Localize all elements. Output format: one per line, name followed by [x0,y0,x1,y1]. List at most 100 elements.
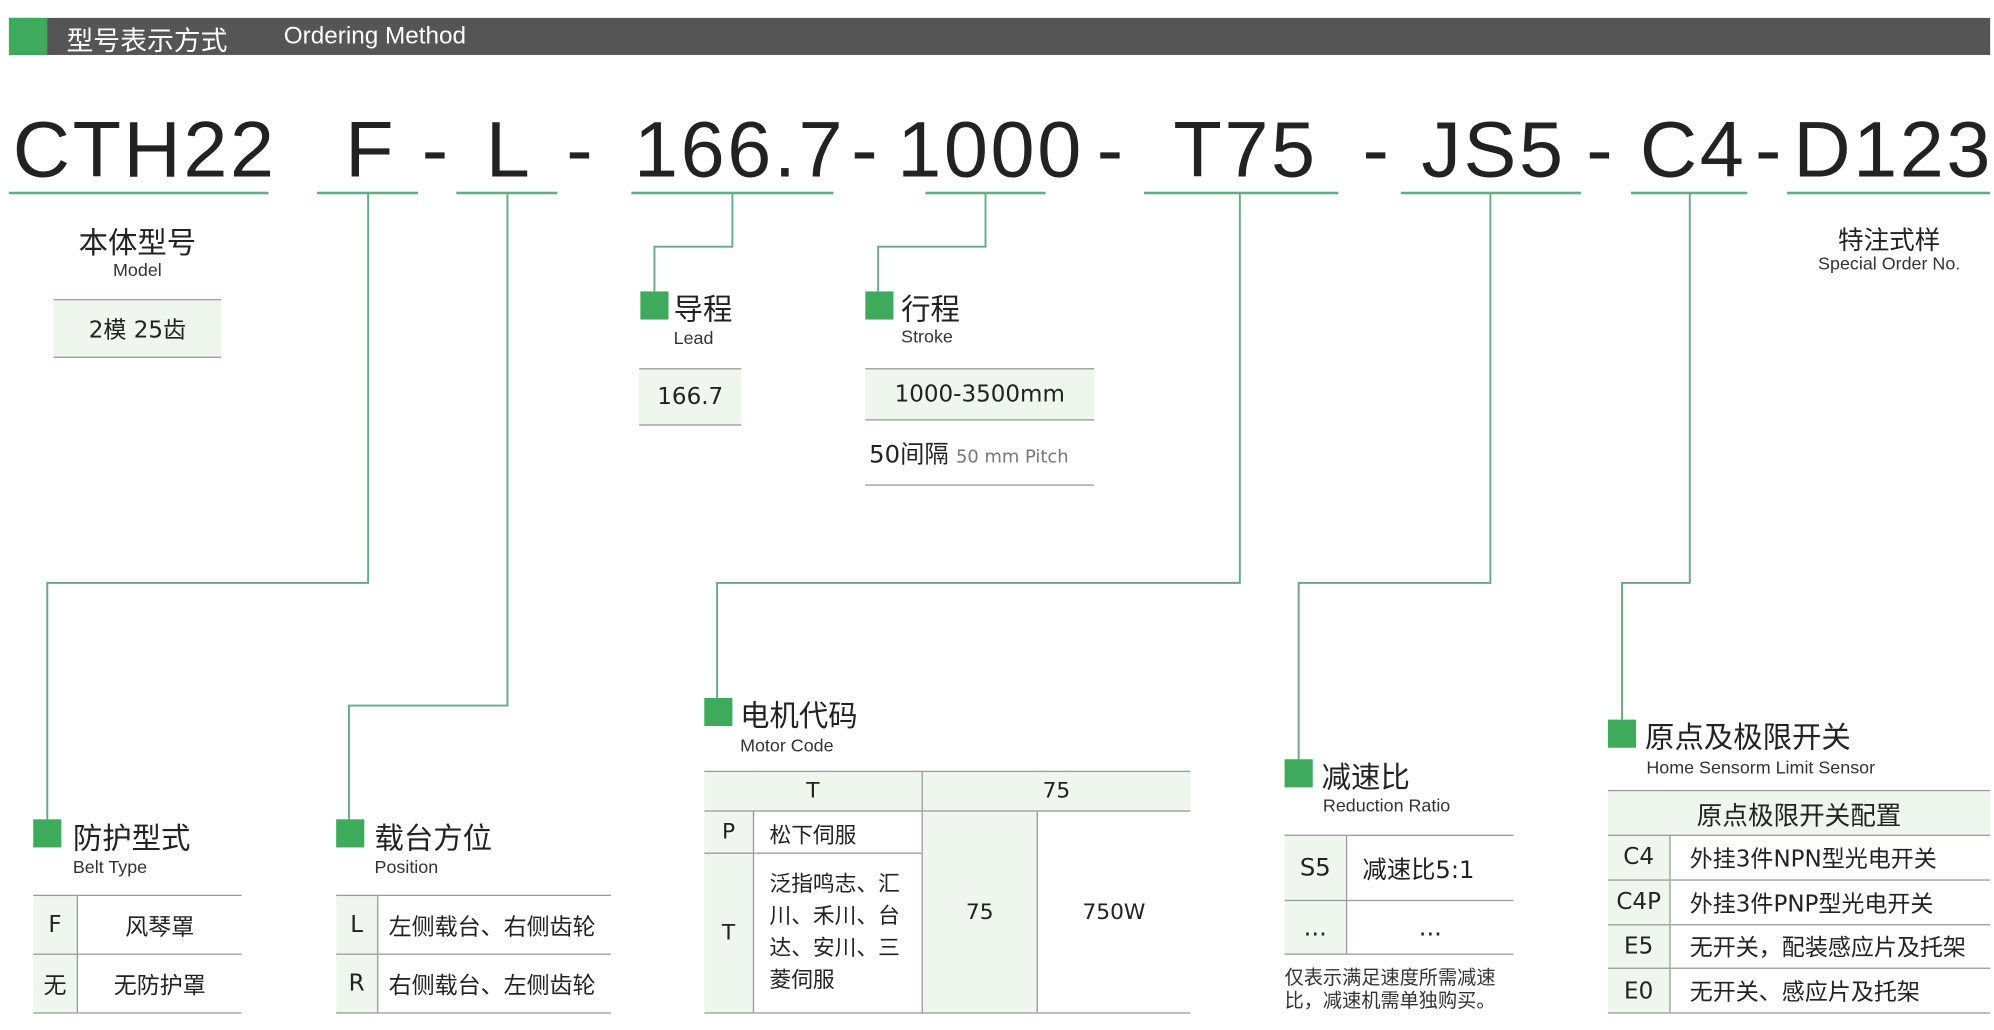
code-cell: F [33,894,78,955]
connector-sensor [1621,193,1691,720]
lead-value: 166.7 [639,368,742,426]
lead-title: 导程 [673,293,733,328]
code-cell: 无 [33,953,78,1014]
position-subtitle: Position [374,856,439,877]
stroke-title: 行程 [901,293,960,328]
code-belt: F [345,106,397,195]
underline [1143,191,1339,195]
sensor-bullet-icon [1607,719,1637,748]
code-lead: 166.7 [633,106,846,195]
table-row: ...... [1284,899,1514,955]
code-cell: ... [1284,899,1347,955]
position-title: 载台方位 [374,823,493,857]
model-value: 2模 25齿 [53,299,222,358]
stroke-bullet-icon [865,291,894,320]
table-row: 无无防护罩 [33,953,242,1014]
lead-subtitle: Lead [673,327,714,348]
connector-stroke [877,193,987,292]
model-title: 本体型号 [78,227,197,261]
desc-cell: 左侧载台、右侧齿轮 [377,894,611,955]
desc-cell: 无开关，配装感应片及托架 [1669,923,1991,970]
special-title: 特注式样 [1838,224,1941,256]
desc-cell: 右侧载台、左侧齿轮 [377,953,611,1014]
ratio-note: 仅表示满足速度所需减速比，减速机需单独购买。 [1284,966,1496,1013]
stroke-subtitle: Stroke [901,325,953,347]
underline [1786,191,1991,195]
sensor-subtitle: Home Sensorm Limit Sensor [1646,756,1876,778]
ratio-subtitle: Reduction Ratio [1322,795,1451,816]
code-cell: R [336,953,378,1014]
connector-position [347,193,509,820]
code-cell: T [704,852,754,1014]
header-cell: 75 [921,770,1191,812]
code-cell: S5 [1284,834,1347,902]
sensor-title: 原点及极限开关 [1645,722,1851,756]
connector-motor [716,193,1241,698]
model-subtitle: Model [113,259,162,280]
power-code-cell: 75 [921,810,1038,1014]
code-dash: - [566,106,596,195]
position-bullet-icon [336,819,365,848]
stroke-pitch-en: 50 mm Pitch [955,446,1069,468]
desc-cell: 风琴罩 [76,894,242,955]
code-cell: E0 [1607,967,1670,1014]
code-dash: - [851,106,881,195]
desc-cell: ... [1345,899,1514,955]
code-stroke: 1000 [897,106,1084,195]
connector-lead [653,193,734,292]
code-dash: - [1362,106,1392,195]
lead-table: 166.7 [639,368,742,426]
desc-cell: 外挂3件PNP型光电开关 [1669,879,1991,925]
header-cell: 原点极限开关配置 [1607,789,1991,836]
desc-cell: 无防护罩 [76,953,242,1014]
code-sensor: C4 [1639,106,1747,195]
code-motor: T75 [1173,106,1318,195]
connector-belt [46,193,370,820]
code-special: D123 [1793,106,1993,195]
code-dash: - [1586,106,1616,195]
header-cell: T [704,770,923,812]
stroke-pitch-cn: 50间隔 [869,440,949,469]
header-accent [8,17,48,55]
ratio-title: 减速比 [1321,761,1410,796]
motor-bullet-icon [704,697,733,727]
code-position: L [485,106,533,195]
code-cell: P [704,810,754,854]
code-cell: L [336,894,378,955]
code-cell: C4 [1607,834,1670,881]
motor-subtitle: Motor Code [740,734,834,756]
desc-cell: 泛指鸣志、汇川、禾川、台达、安川、三菱伺服 [752,852,923,1014]
header-title-en: Ordering Method [283,23,467,50]
desc-cell: 减速比5:1 [1345,834,1514,902]
desc-cell: 松下伺服 [752,810,923,854]
stroke-value: 1000-3500mm [865,368,1095,421]
header-title-cn: 型号表示方式 [66,25,228,57]
code-cell: E5 [1607,923,1670,970]
power-cell: 750W [1036,810,1191,1014]
code-dash: - [1754,106,1784,195]
code-dash: - [1096,106,1126,195]
desc-cell: 无开关、感应片及托架 [1669,967,1991,1014]
stroke-table: 1000-3500mm 50间隔 50 mm Pitch [865,368,1095,486]
connector-ratio [1297,193,1492,760]
underline [8,191,269,195]
desc-cell: 外挂3件NPN型光电开关 [1669,834,1991,881]
belt-title: 防护型式 [72,823,191,857]
